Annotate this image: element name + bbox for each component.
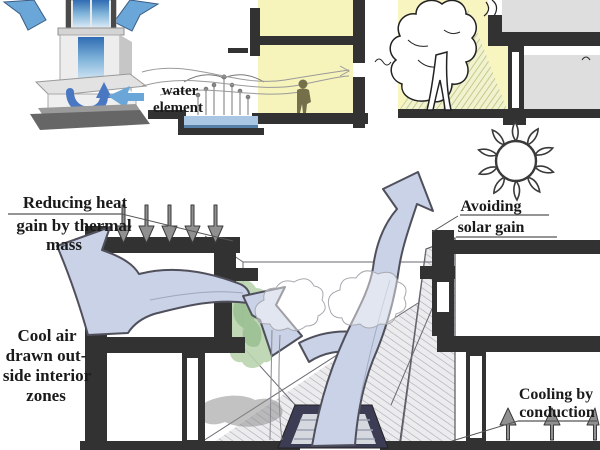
roof-slab xyxy=(98,237,240,253)
grass-squiggle-left xyxy=(374,58,392,66)
upper-room-yellow xyxy=(258,0,355,38)
tower-wide-roof xyxy=(34,73,148,97)
lower-window-slot xyxy=(187,358,198,440)
person-silhouette xyxy=(297,79,311,113)
left-wall-window xyxy=(437,282,449,312)
room-grey-lower xyxy=(524,55,600,110)
tower-mid-panel xyxy=(78,37,104,81)
mullion-slot xyxy=(470,356,482,438)
wall-window-slot xyxy=(512,52,519,108)
ground-step xyxy=(503,117,526,125)
heat-gain-arrows-down xyxy=(115,204,224,244)
label-avoiding-solar-line2: solar gain xyxy=(458,219,525,236)
pool-water-shade xyxy=(184,125,258,128)
up-arrow-icon xyxy=(586,407,600,441)
label-cool-air-line4: zones xyxy=(26,386,66,405)
label-water-element-line2: element xyxy=(153,100,203,116)
label-avoiding-solar-line1: Avoiding xyxy=(460,198,521,215)
label-cooling-conduction-line2: conduction xyxy=(519,404,595,421)
right-wall-vent xyxy=(353,63,365,77)
wind-tower-vignette xyxy=(2,0,160,130)
airflow-arrowhead-icon xyxy=(339,65,351,77)
label-reducing-heat-line2: gain by thermal xyxy=(16,216,132,235)
room-white-strip xyxy=(524,46,600,55)
down-arrow-icon xyxy=(138,204,155,244)
label-cool-air-line1: Cool air xyxy=(17,326,76,345)
wind-in-arrow-left-icon xyxy=(2,0,47,31)
top-slab xyxy=(450,240,600,254)
airflow-arrow-stack-up xyxy=(311,171,434,447)
pool-wall-left xyxy=(178,110,184,135)
lower-slab xyxy=(437,336,600,352)
annotation-labels: Reducing heat gain by thermal mass Cool … xyxy=(3,193,597,442)
parapet xyxy=(432,230,454,252)
up-arrow-icon xyxy=(543,407,561,441)
tower-post-left xyxy=(66,0,71,30)
ground-bar-right xyxy=(380,441,600,450)
label-cooling-conduction-line1: Cooling by xyxy=(519,386,593,403)
courtyard-floor-hatch xyxy=(208,262,455,448)
room-grey-upper xyxy=(502,0,600,32)
down-arrow-icon xyxy=(161,204,178,244)
slab xyxy=(488,32,600,46)
right-building-section xyxy=(420,230,600,442)
tower-slab-upper xyxy=(57,27,125,36)
down-arrow-icon xyxy=(115,204,132,244)
courtyard-section-diagram: Reducing heat gain by thermal mass Cool … xyxy=(3,171,600,450)
air-swirl-arrowhead xyxy=(96,82,112,98)
down-arrow-icon xyxy=(207,204,224,244)
leaf-scribbles xyxy=(483,0,498,17)
tree-shadow xyxy=(195,395,283,427)
airflow-lines xyxy=(141,65,351,96)
label-cool-air-line3: side interior xyxy=(3,366,92,385)
wind-in-arrow-right-icon xyxy=(113,0,160,32)
ground-bar xyxy=(398,109,600,118)
ground-bar-left xyxy=(80,441,300,450)
pool-bottom xyxy=(180,128,264,135)
wall-dash xyxy=(228,48,248,53)
label-water-element-line1: water xyxy=(162,83,199,99)
label-cool-air-line2: drawn out- xyxy=(6,346,87,365)
sun-icon xyxy=(477,120,555,202)
down-arrow-icon xyxy=(184,204,201,244)
left-wall xyxy=(250,8,260,56)
pool-lip-left xyxy=(148,110,186,119)
tower-plinth xyxy=(30,110,150,130)
mid-slab xyxy=(85,337,245,353)
label-reducing-heat-line1: Reducing heat xyxy=(23,193,128,212)
floor-slab xyxy=(250,36,358,45)
label-reducing-heat-line3: mass xyxy=(46,235,82,254)
air-in-arrow-icon xyxy=(108,86,144,108)
tower-post-right xyxy=(111,0,116,30)
ground-slab xyxy=(252,113,368,124)
grass-squiggle-right xyxy=(581,56,591,61)
tree-shading-vignette xyxy=(374,0,600,125)
courtyard-foliage-sketch xyxy=(254,270,407,441)
tree-icon xyxy=(374,0,591,111)
wall-top xyxy=(488,15,502,35)
water-element-vignette: water element xyxy=(141,0,368,135)
